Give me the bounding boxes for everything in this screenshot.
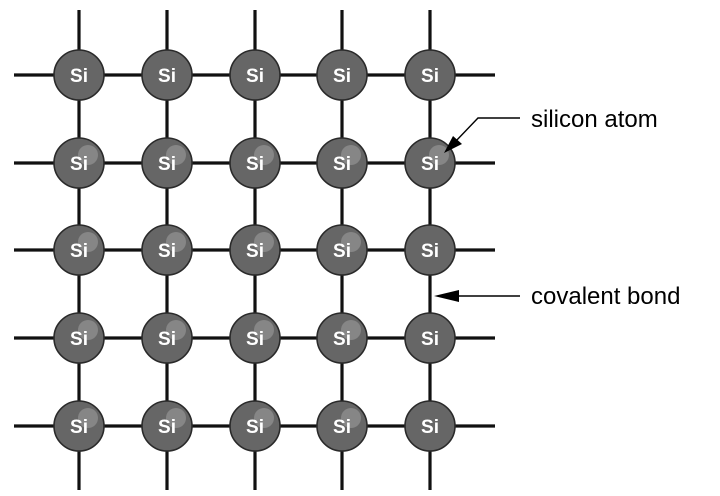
silicon-atom: Si bbox=[316, 137, 368, 189]
silicon-atom-label: Si bbox=[70, 241, 88, 262]
silicon-atom: Si bbox=[229, 312, 281, 364]
silicon-atom-label: Si bbox=[158, 241, 176, 262]
silicon-atom: Si bbox=[229, 400, 281, 452]
silicon-atom-highlight bbox=[254, 320, 274, 340]
silicon-atom-circle bbox=[229, 49, 281, 101]
silicon-atom-label: Si bbox=[421, 241, 439, 262]
silicon-atom: Si bbox=[404, 49, 456, 101]
silicon-atom: Si bbox=[316, 49, 368, 101]
silicon-atom: Si bbox=[141, 49, 193, 101]
silicon-atom-label: Si bbox=[70, 417, 88, 438]
silicon-atom-label: Si bbox=[246, 329, 264, 350]
silicon-atom-highlight bbox=[78, 408, 98, 428]
silicon-atom: Si bbox=[316, 400, 368, 452]
covalent-bond-arrow-head bbox=[434, 290, 459, 302]
covalent-bond-callout: covalent bond bbox=[434, 283, 680, 310]
silicon-atom: Si bbox=[229, 224, 281, 276]
silicon-atom-label: Si bbox=[333, 154, 351, 175]
silicon-atom-highlight bbox=[254, 408, 274, 428]
silicon-atom: Si bbox=[404, 137, 456, 189]
silicon-atom-circle bbox=[316, 49, 368, 101]
silicon-atom: Si bbox=[404, 312, 456, 364]
silicon-atom-highlight bbox=[166, 408, 186, 428]
silicon-atom-label: Si bbox=[333, 66, 351, 87]
silicon-atom-circle bbox=[53, 49, 105, 101]
silicon-atom-callout-label: silicon atom bbox=[531, 106, 658, 133]
silicon-atom: Si bbox=[404, 224, 456, 276]
silicon-atom-circle bbox=[141, 49, 193, 101]
silicon-atom-highlight bbox=[254, 145, 274, 165]
silicon-atom: Si bbox=[141, 312, 193, 364]
silicon-atom-highlight bbox=[78, 232, 98, 252]
silicon-atom-circle bbox=[404, 49, 456, 101]
covalent-bond-callout-label: covalent bond bbox=[531, 283, 680, 310]
silicon-atom: Si bbox=[229, 137, 281, 189]
silicon-atom-highlight bbox=[166, 232, 186, 252]
silicon-atom-label: Si bbox=[158, 66, 176, 87]
silicon-atom-label: Si bbox=[70, 66, 88, 87]
silicon-atom-label: Si bbox=[158, 154, 176, 175]
silicon-atom-circle bbox=[404, 224, 456, 276]
silicon-atom-label: Si bbox=[70, 154, 88, 175]
silicon-atom-label: Si bbox=[70, 329, 88, 350]
silicon-atom: Si bbox=[53, 400, 105, 452]
silicon-atom-label: Si bbox=[421, 66, 439, 87]
silicon-atom-highlight bbox=[341, 320, 361, 340]
silicon-atom-circle bbox=[404, 312, 456, 364]
silicon-atom: Si bbox=[53, 49, 105, 101]
silicon-atom-highlight bbox=[166, 320, 186, 340]
silicon-atom-label: Si bbox=[421, 417, 439, 438]
silicon-atom-arrow-head bbox=[444, 136, 462, 153]
silicon-atom-label: Si bbox=[421, 154, 439, 175]
silicon-atom: Si bbox=[141, 137, 193, 189]
silicon-atom-label: Si bbox=[158, 329, 176, 350]
silicon-atom: Si bbox=[53, 224, 105, 276]
silicon-atom: Si bbox=[53, 137, 105, 189]
silicon-atom: Si bbox=[141, 400, 193, 452]
silicon-atom-label: Si bbox=[421, 329, 439, 350]
silicon-atom-highlight bbox=[341, 232, 361, 252]
silicon-atom-circle bbox=[404, 400, 456, 452]
silicon-atom-label: Si bbox=[158, 417, 176, 438]
silicon-atom-highlight bbox=[254, 232, 274, 252]
silicon-atom-label: Si bbox=[333, 329, 351, 350]
silicon-atom-label: Si bbox=[246, 66, 264, 87]
silicon-atom-label: Si bbox=[333, 417, 351, 438]
silicon-atom-label: Si bbox=[333, 241, 351, 262]
silicon-atom-callout: silicon atom bbox=[444, 106, 658, 153]
silicon-atom: Si bbox=[53, 312, 105, 364]
silicon-atom-label: Si bbox=[246, 417, 264, 438]
silicon-atom-highlight bbox=[341, 408, 361, 428]
silicon-atom-highlight bbox=[166, 145, 186, 165]
silicon-atom: Si bbox=[229, 49, 281, 101]
silicon-atom-highlight bbox=[429, 145, 449, 165]
silicon-atom-leader-line bbox=[454, 117, 520, 143]
silicon-atom-highlight bbox=[78, 145, 98, 165]
silicon-atom-highlight bbox=[78, 320, 98, 340]
silicon-atom-label: Si bbox=[246, 241, 264, 262]
silicon-atom: Si bbox=[316, 312, 368, 364]
silicon-atom-highlight bbox=[341, 145, 361, 165]
silicon-atom: Si bbox=[404, 400, 456, 452]
silicon-atom: Si bbox=[316, 224, 368, 276]
silicon-atom: Si bbox=[141, 224, 193, 276]
silicon-atom-label: Si bbox=[246, 154, 264, 175]
